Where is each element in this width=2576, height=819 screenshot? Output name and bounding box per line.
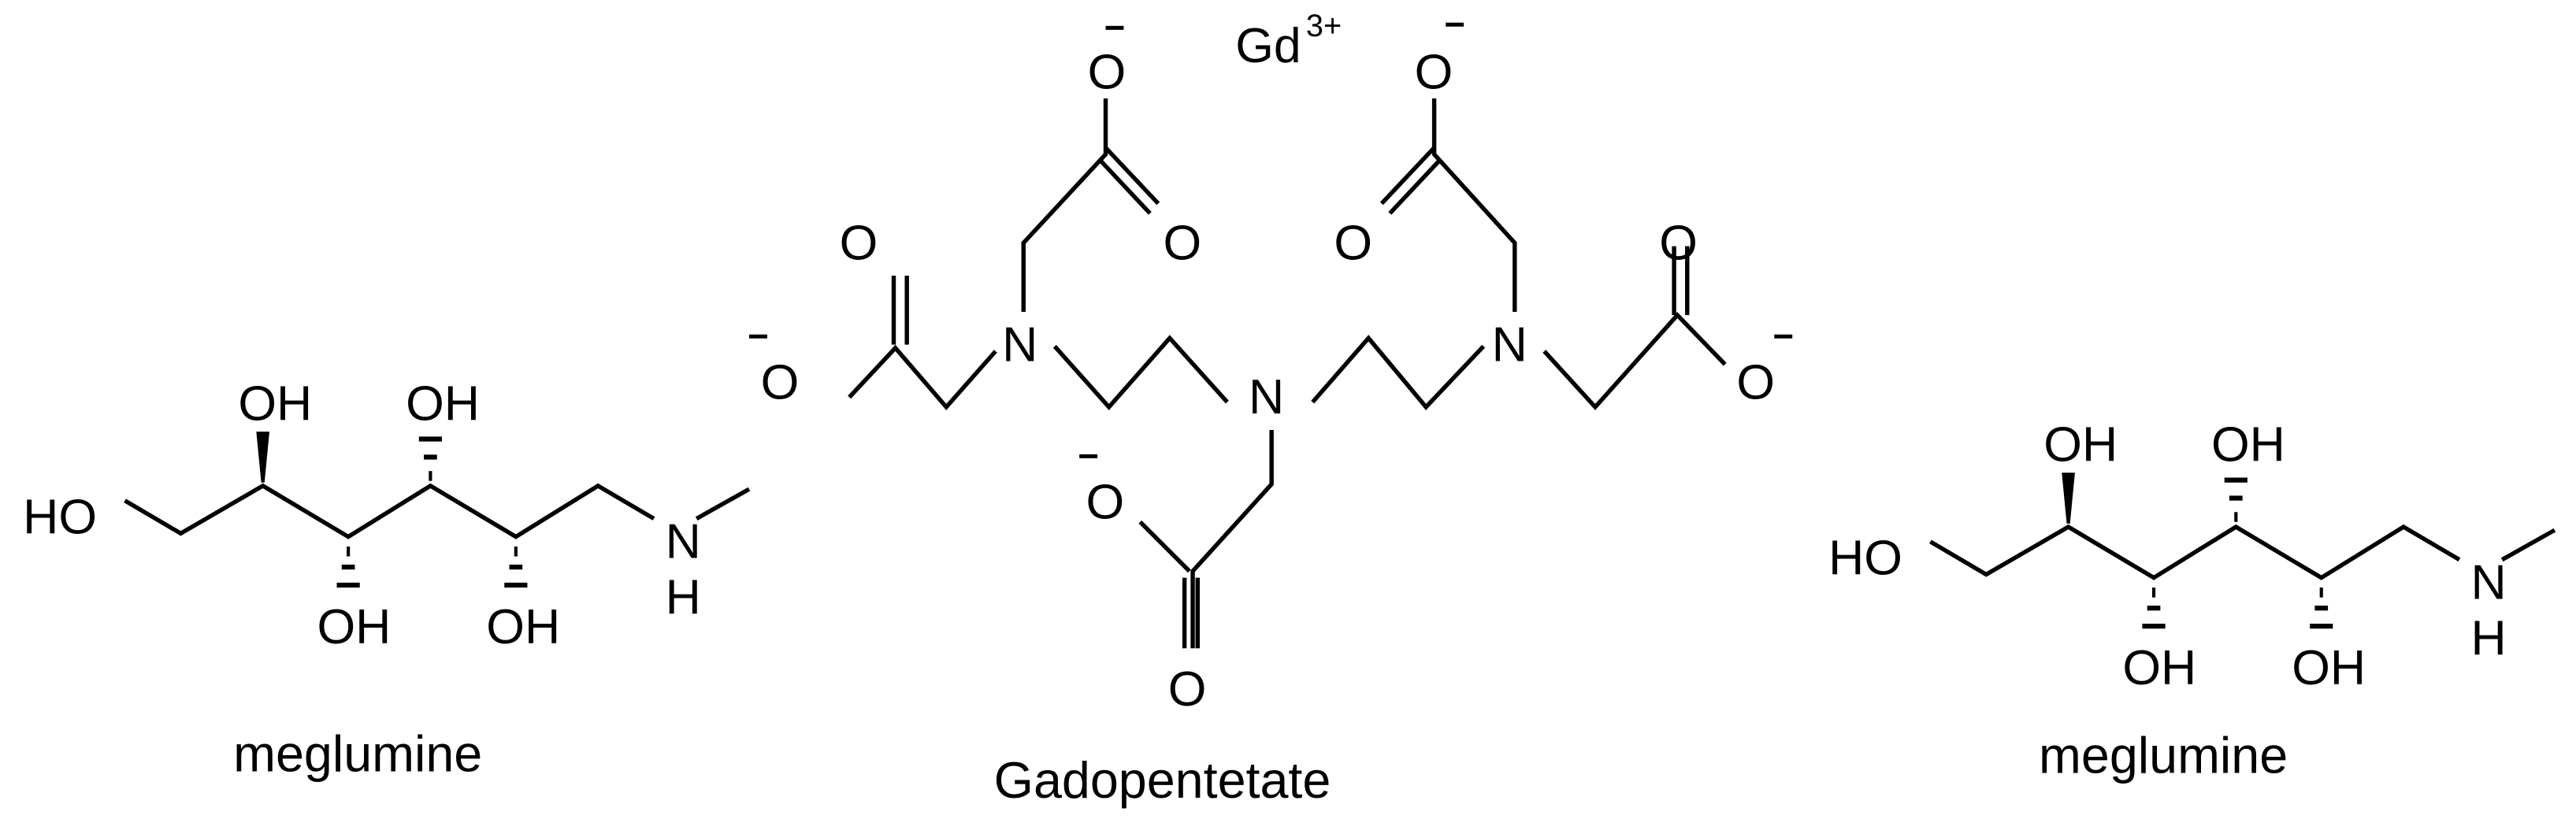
gadolinium-charge: 3+ <box>1306 9 1342 43</box>
carboxylate-bond <box>1138 520 1191 573</box>
hydroxyl-label: HO <box>23 489 97 544</box>
oxygen-label: O <box>1168 662 1207 717</box>
gadopentetate-structure: Gd 3+ N N N O O O O O O O O <box>748 9 1793 809</box>
carbon-chain-bonds <box>1929 524 2461 580</box>
hash-bond <box>2224 477 2248 522</box>
nitrogen-label: N <box>2471 555 2507 610</box>
oxygen-label: O <box>840 215 878 270</box>
hash-bond <box>2310 587 2333 629</box>
molecule-caption: meglumine <box>2039 728 2288 784</box>
hydroxyl-label: OH <box>2122 640 2196 695</box>
nitrogen-label: N <box>666 514 701 569</box>
hash-bond <box>504 547 528 588</box>
molecule-caption: Gadopentetate <box>994 752 1331 809</box>
molecule-caption: meglumine <box>233 726 482 783</box>
hydrogen-label: H <box>2471 611 2507 666</box>
wedge-bond <box>256 432 270 483</box>
oxygen-label: O <box>1086 475 1124 530</box>
hydroxyl-label: OH <box>238 376 312 432</box>
acetate-arm-bond <box>1021 98 1108 312</box>
meglumine-right-structure: HO N H OH OH OH OH meglumine <box>1828 417 2556 784</box>
gadolinium-label: Gd <box>1235 18 1301 73</box>
hydroxyl-label: OH <box>317 599 391 654</box>
oxygen-label: O <box>1736 354 1775 410</box>
nitrogen-label: N <box>1002 317 1037 372</box>
oxygen-label: O <box>1415 45 1453 100</box>
oxygen-label: O <box>1659 215 1698 270</box>
oxygen-label: O <box>1088 45 1127 100</box>
hash-bond <box>336 547 360 588</box>
hydroxyl-label: OH <box>406 376 480 432</box>
carbonyl-double-bond <box>1388 159 1441 215</box>
meglumine-left-structure: HO N H OH OH OH OH meglumine <box>23 376 751 783</box>
n-methyl-bond <box>2500 528 2556 562</box>
carbonyl-double-bond <box>1099 159 1152 215</box>
carbon-chain-bonds <box>124 483 655 539</box>
oxygen-label: O <box>1164 215 1202 270</box>
acetate-arm-bond <box>1431 98 1517 312</box>
hydroxyl-label: OH <box>2043 417 2118 472</box>
ethylene-bridge-left <box>1052 335 1229 410</box>
hydrogen-label: H <box>666 569 701 624</box>
ethylene-bridge-right <box>1311 335 1486 410</box>
hydroxyl-label: OH <box>486 599 560 654</box>
carbonyl-double-bond <box>1379 146 1436 206</box>
hash-bond <box>418 436 442 481</box>
acetate-arm-bond <box>1542 312 1727 410</box>
hydroxyl-label: OH <box>2211 417 2285 472</box>
carbonyl-double-bond <box>1104 146 1160 206</box>
acetate-arm-bond <box>1190 430 1274 649</box>
nitrogen-label: N <box>1249 369 1284 424</box>
nitrogen-label: N <box>1492 317 1527 372</box>
oxygen-label: O <box>1334 215 1372 270</box>
acetate-arm-bond <box>848 344 997 410</box>
hydroxyl-label: OH <box>2292 640 2366 695</box>
hydroxyl-label: HO <box>1828 530 1902 585</box>
hash-bond <box>2142 587 2166 629</box>
wedge-bond <box>2062 472 2075 524</box>
oxygen-label: O <box>761 354 800 410</box>
n-methyl-bond <box>695 487 751 521</box>
